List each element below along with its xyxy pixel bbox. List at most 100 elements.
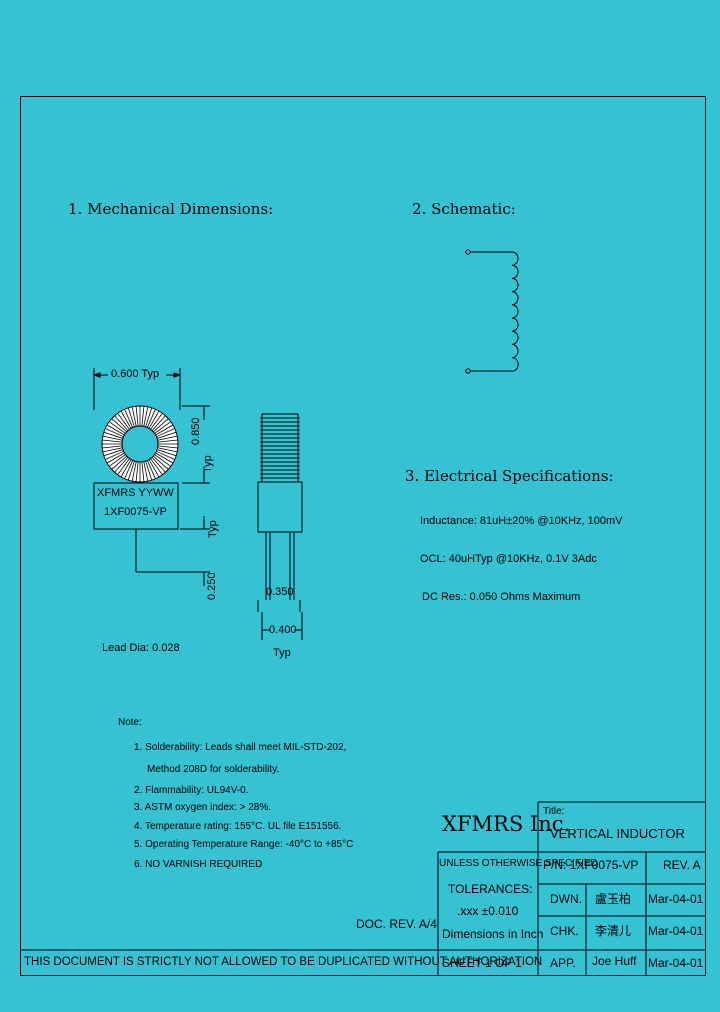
winding-line — [102, 445, 123, 449]
winding-line — [155, 424, 174, 436]
chk-label: CHK. — [550, 924, 579, 938]
winding-line — [114, 457, 129, 473]
width-label: 0.600 Typ — [111, 368, 160, 380]
tolerance-value: .xxx ±0.010 — [457, 904, 519, 918]
winding-line — [151, 457, 166, 473]
schematic-symbol — [465, 249, 519, 374]
marking-line-1: XFMRS YYWW — [97, 487, 174, 499]
note-item: 5. Operating Temperature Range: -40°C to… — [134, 839, 354, 850]
schematic-heading: 2. Schematic: — [412, 200, 516, 218]
winding-line — [157, 445, 178, 449]
mechanical-dimensions-heading: 1. Mechanical Dimensions: — [68, 200, 274, 218]
winding-line — [114, 415, 129, 431]
lead-length-typ: Typ — [207, 520, 219, 538]
chk-date: Mar-04-01 — [648, 924, 704, 938]
winding-line — [117, 458, 130, 475]
winding-line — [117, 413, 130, 430]
winding-line — [105, 450, 124, 460]
app-date: Mar-04-01 — [648, 956, 704, 970]
winding-line — [150, 413, 163, 430]
duplication-warning: THIS DOCUMENT IS STRICTLY NOT ALLOWED TO… — [24, 956, 543, 968]
winding-line — [141, 406, 145, 427]
dc-resistance-spec: DC Res.: 0.050 Ohms Maximum — [422, 591, 581, 603]
drawing-frame — [20, 96, 706, 976]
winding-line — [103, 431, 124, 439]
toroid-top-view — [92, 368, 210, 586]
winding-line — [105, 428, 124, 438]
lead-length-value: 0.250 — [206, 572, 218, 600]
inductance-spec: Inductance: 81uH±20% @10KHz, 100mV — [420, 515, 623, 527]
winding-line — [150, 458, 163, 475]
chk-name: 李清儿 — [595, 924, 632, 938]
winding-line — [135, 461, 139, 482]
dwn-name: 盧玉柏 — [595, 892, 632, 906]
winding-line — [146, 460, 156, 479]
winding-line — [141, 461, 145, 482]
tolerances-label: TOLERANCES: — [448, 882, 533, 896]
winding-line — [109, 454, 126, 467]
winding-line — [124, 460, 134, 479]
winding-line — [131, 406, 137, 427]
dwn-label: DWN. — [550, 892, 582, 906]
height-value: 0.850 — [190, 417, 202, 445]
note-item: 3. ASTM oxygen index: > 28%. — [134, 802, 272, 813]
winding-line — [127, 460, 135, 481]
winding-line — [135, 406, 139, 427]
title-label: Title: — [543, 806, 565, 817]
winding-line — [148, 459, 160, 478]
height-typ: Typ — [202, 455, 214, 473]
winding-line — [156, 428, 175, 438]
winding-line — [154, 421, 171, 434]
winding-line — [143, 461, 149, 482]
winding-line — [103, 449, 124, 457]
winding-line — [143, 406, 149, 427]
app-label: APP. — [550, 956, 576, 970]
lead-spacing-label: 0.400 — [269, 624, 297, 636]
dimension-units: Dimensions in Inch — [442, 927, 544, 941]
winding-line — [120, 410, 132, 429]
ocl-spec: OCL: 40uHTyp @10KHz, 0.1V 3Adc — [420, 553, 597, 565]
note-item: 1. Solderability: Leads shall meet MIL-S… — [134, 742, 347, 753]
winding-line — [146, 409, 156, 428]
revision: REV. A — [663, 858, 701, 872]
note-item: Method 208D for solderability. — [147, 764, 280, 775]
winding-line — [109, 421, 126, 434]
winding-line — [157, 439, 178, 443]
body-width-label: 0.350 — [266, 586, 294, 598]
winding-line — [131, 461, 137, 482]
winding-line — [156, 431, 177, 439]
side-view — [257, 413, 303, 640]
winding-line — [145, 460, 153, 481]
winding-line — [157, 447, 178, 453]
winding-line — [151, 415, 166, 431]
unless-specified: UNLESS OTHERWISE SPECIFIED — [439, 858, 598, 869]
app-name: Joe Huff — [592, 954, 637, 968]
winding-line — [111, 455, 127, 470]
electrical-specifications-heading: 3. Electrical Specifications: — [405, 467, 614, 485]
lead-diameter: Lead Dia: 0.028 — [102, 642, 180, 654]
winding-line — [127, 407, 135, 428]
winding-line — [157, 435, 178, 441]
winding-line — [155, 452, 174, 464]
title-block-lines — [20, 801, 706, 976]
winding-line — [102, 447, 123, 453]
winding-line — [120, 459, 132, 478]
drawing-title: VERTICAL INDUCTOR — [550, 826, 685, 841]
winding-line — [156, 449, 177, 457]
note-item: 2. Flammability: UL94V-0. — [134, 785, 249, 796]
winding-line — [156, 450, 175, 460]
winding-line — [106, 452, 125, 464]
marking-line-2: 1XF0075-VP — [104, 506, 167, 518]
winding-line — [106, 424, 125, 436]
winding-line — [148, 410, 160, 429]
winding-line — [102, 435, 123, 441]
part-number: P/N: 1XF0075-VP — [543, 858, 639, 872]
winding-line — [153, 455, 169, 470]
doc-revision: DOC. REV. A/4 — [356, 917, 437, 931]
note-item: 4. Temperature rating: 155°C. UL file E1… — [134, 821, 342, 832]
notes-title: Note: — [118, 717, 142, 728]
winding-line — [124, 409, 134, 428]
lead-spacing-typ: Typ — [273, 647, 291, 659]
winding-line — [111, 418, 127, 433]
